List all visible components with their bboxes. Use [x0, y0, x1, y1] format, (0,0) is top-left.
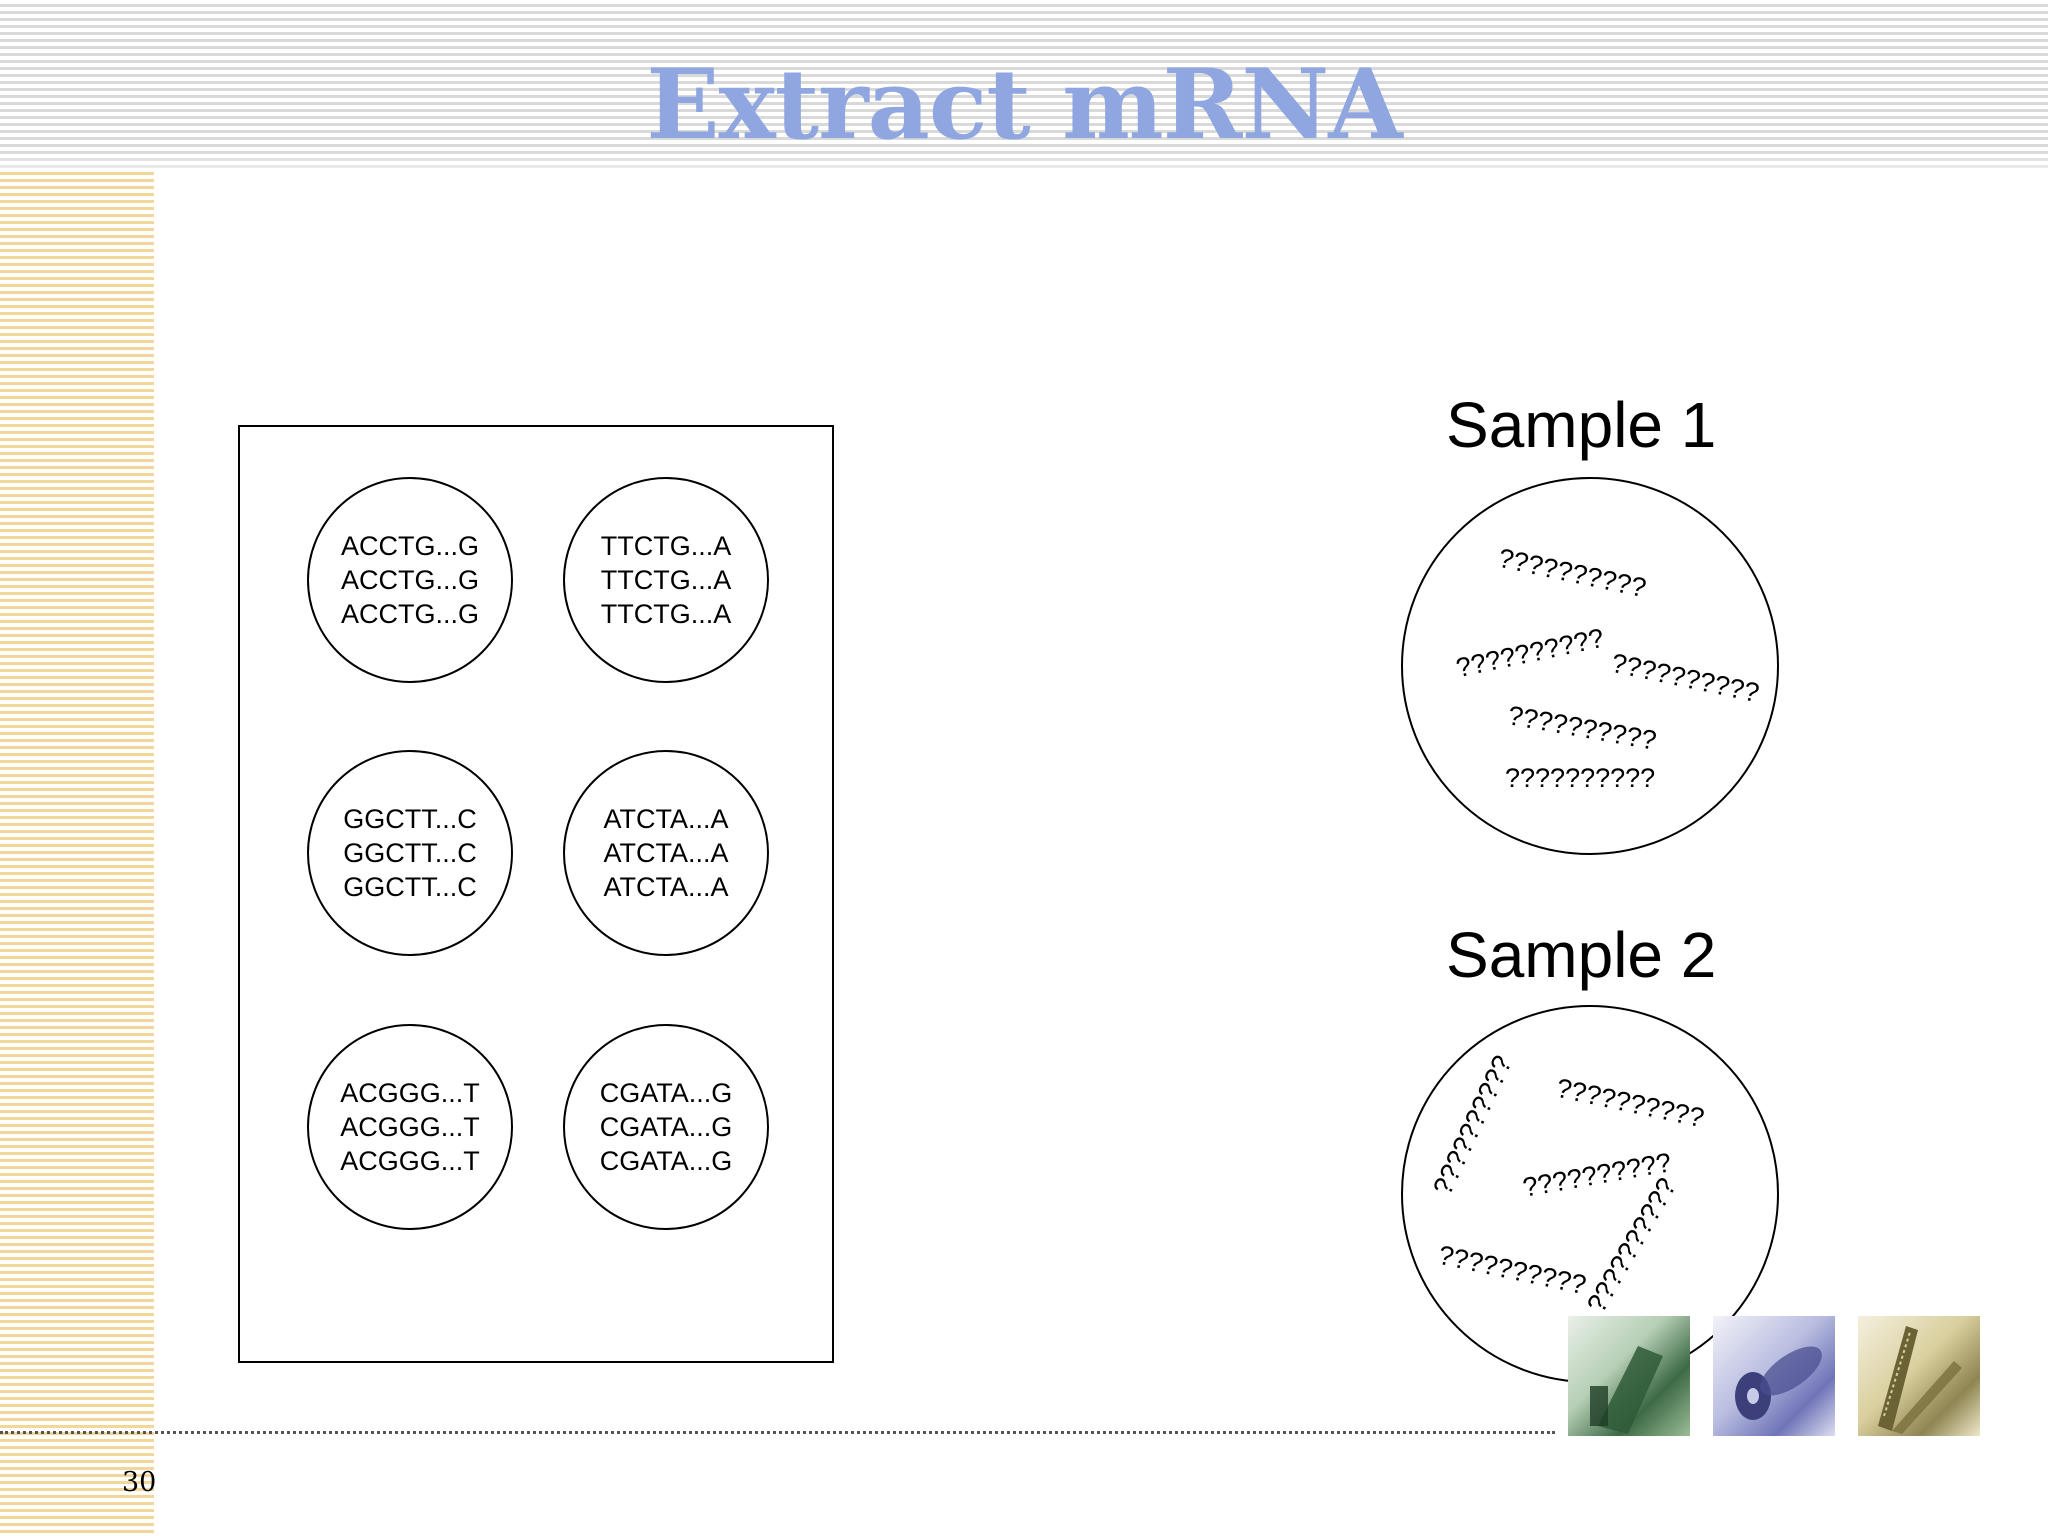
page-number: 30 [122, 1467, 157, 1498]
probe-sequence: GGCTT...C [343, 804, 477, 834]
microarray-spot: ATCTA...A ATCTA...A ATCTA...A [563, 750, 769, 956]
sample-2-label: Sample 2 [1446, 919, 1717, 991]
header-stripes [0, 0, 2048, 168]
microarray-spot: TTCTG...A TTCTG...A TTCTG...A [563, 477, 769, 683]
probe-sequence: CGATA...G [599, 1078, 733, 1108]
microarray-spot: GGCTT...C GGCTT...C GGCTT...C [307, 750, 513, 956]
probe-sequence: GGCTT...C [343, 838, 477, 868]
probe-sequence: ACCTG...G [340, 565, 479, 595]
sample-1-circle [1401, 477, 1779, 855]
footer-divider [0, 1431, 1555, 1434]
probe-sequence: ACGGG...T [340, 1112, 480, 1142]
microarray-spot: ACCTG...G ACCTG...G ACCTG...G [307, 477, 513, 683]
disc-photo-icon [1713, 1316, 1835, 1436]
sample-1-label: Sample 1 [1446, 389, 1717, 461]
circuit-board-photo-icon [1858, 1316, 1980, 1436]
unknown-transcript: ?????????? [1505, 763, 1656, 793]
probe-sequence: ACGGG...T [340, 1146, 480, 1176]
sidebar-fade [154, 168, 194, 1428]
probe-sequence: TTCTG...A [600, 565, 732, 595]
probe-sequence: ATCTA...A [603, 804, 729, 834]
slide-title: Extract mRNA [646, 48, 1402, 161]
microarray-spot: ACGGG...T ACGGG...T ACGGG...T [307, 1024, 513, 1230]
probe-sequence: ACGGG...T [340, 1078, 480, 1108]
probe-sequence: TTCTG...A [600, 599, 732, 629]
header-stripes-fade [0, 150, 2048, 190]
probe-sequence: CGATA...G [599, 1112, 733, 1142]
probe-sequence: ATCTA...A [603, 838, 729, 868]
probe-sequence: CGATA...G [599, 1146, 733, 1176]
probe-sequence: ACCTG...G [340, 599, 479, 629]
microchip-photo-icon [1568, 1316, 1690, 1436]
probe-sequence: ACCTG...G [340, 531, 479, 561]
sidebar-stripes [0, 168, 154, 1536]
probe-sequence: TTCTG...A [600, 531, 732, 561]
probe-sequence: ATCTA...A [603, 872, 729, 902]
microarray-chip: ACCTG...G ACCTG...G ACCTG...G TTCTG...A … [238, 425, 834, 1363]
probe-sequence: GGCTT...C [343, 872, 477, 902]
microarray-spot: CGATA...G CGATA...G CGATA...G [563, 1024, 769, 1230]
